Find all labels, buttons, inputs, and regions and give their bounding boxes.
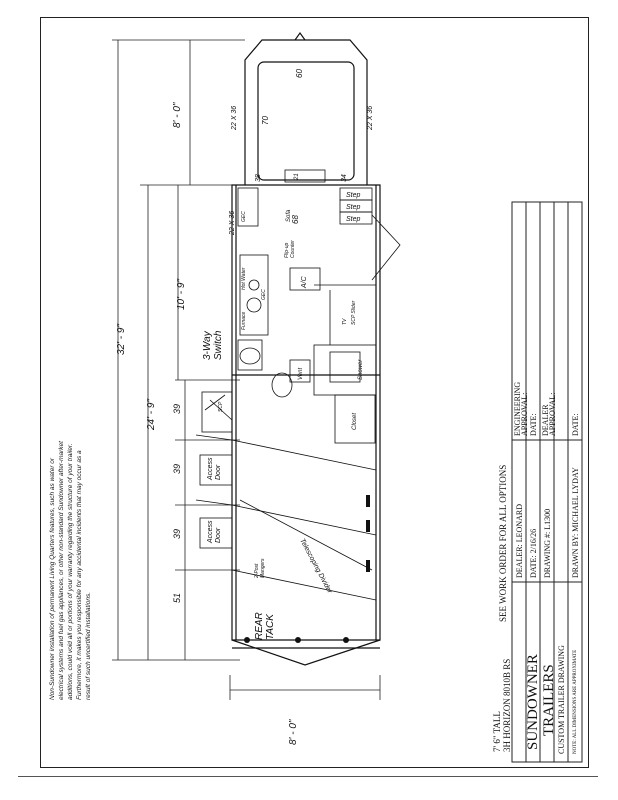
dim-horse-area: 24' - 9"	[146, 399, 157, 431]
see-work-order: SEE WORK ORDER FOR ALL OPTIONS	[498, 465, 508, 622]
bed-dim-3: 22 X 36	[229, 211, 236, 236]
step-3: Step	[346, 216, 361, 223]
title-block: 7' 6" TALL 3H HORIZON 8010B RS SEE WORK …	[492, 201, 583, 763]
vent-label: Vent	[298, 368, 304, 380]
dim-lq: 10' - 9"	[176, 279, 187, 310]
drawing-type: CUSTOM TRAILER DRAWING	[557, 645, 566, 754]
height-label: 7' 6" TALL	[492, 711, 502, 752]
engineering-approval-1: ENGINEERING	[513, 382, 522, 436]
engineering-date: DATE:	[529, 413, 538, 436]
mattress-70: 70	[261, 116, 270, 125]
dealer-approval-1: DEALER	[541, 404, 550, 436]
closet-label: Closet	[352, 413, 358, 430]
three-way-switch-1: 3-Way	[202, 330, 213, 360]
disclaimer-block: Non-Sundowner installation of permanent …	[49, 440, 92, 700]
latches	[244, 495, 370, 643]
tv-label: TV	[342, 318, 348, 325]
dim-overall: 32' - 9"	[116, 324, 127, 355]
three-way-switch-2: Switch	[213, 330, 224, 360]
access-door-2b: Door	[215, 527, 222, 543]
step-1: Step	[346, 192, 361, 199]
bed-dim-1: 22 X 36	[231, 106, 238, 131]
engineering-approval-2: APPROVAL:	[520, 393, 529, 436]
dealer-date: DATE:	[571, 413, 580, 436]
gec-label: GEC	[241, 211, 247, 222]
access-door-1b: Door	[215, 464, 222, 480]
saddle-racks-2: Mangers	[260, 558, 266, 578]
gec-label-2: GEC	[261, 289, 267, 300]
disclaimer-line-3: additions, could void all or portions of…	[67, 443, 74, 700]
dim-stall-51: 51	[172, 593, 182, 603]
hot-water-label: Hot Water	[241, 267, 247, 290]
flip-up-counter-1: Flip-up	[284, 242, 290, 258]
drawing-frame	[40, 17, 589, 768]
horse-area	[195, 391, 377, 601]
disclaimer-line-2: electrical systems and fuel gas applianc…	[58, 440, 65, 700]
rear-tack-2: TACK	[265, 613, 276, 640]
lq-interior	[204, 169, 401, 444]
drawn-by-field: DRAWN BY: MICHAEL LYDAY	[571, 467, 580, 578]
rear-tack-1: REAR	[254, 612, 265, 640]
step-2: Step	[346, 204, 361, 211]
model-label: 3H HORIZON 8010B RS	[502, 659, 512, 752]
disclaimer-line-5: result of such uncertified installations…	[85, 592, 92, 700]
sofa-label: Sofa	[286, 209, 292, 222]
dealer-field: DEALER: LEONARD	[515, 504, 524, 578]
bottom-rule	[18, 776, 598, 777]
shower-label: Shower	[358, 359, 364, 380]
dim-stall-39b: 39	[172, 464, 182, 474]
dim-21: 21	[294, 173, 300, 181]
disclaimer-line-4: Furthermore, it makes you responsible fo…	[76, 450, 83, 700]
company-name-2: TRAILERS	[541, 664, 557, 736]
scp-slider-label: SCP Slider	[351, 300, 357, 325]
scp-label: SCP	[218, 401, 224, 412]
company-name-1: SUNDOWNER	[525, 654, 541, 750]
dealer-approval-2: APPROVAL:	[548, 393, 557, 436]
dim-nose: 8' - 0"	[172, 102, 183, 128]
saddle-racks-1: 2-Post	[254, 563, 260, 579]
furnace-label: Furnace	[241, 311, 247, 330]
bed-dim-2: 22 X 36	[367, 106, 374, 131]
mattress-60: 60	[295, 69, 304, 78]
flip-up-counter-2: Counter	[290, 240, 296, 258]
disclaimer-line-1: Non-Sundowner installation of permanent …	[49, 457, 56, 700]
access-door-2a: Access	[207, 520, 214, 544]
trailer-outline	[231, 31, 381, 666]
drawing-number-field: DRAWING #: L1300	[543, 509, 552, 578]
sofa-size: 68	[291, 215, 300, 224]
dim-38: 38	[255, 174, 262, 182]
ac-label: A/C	[301, 275, 308, 289]
date-field: DATE: 2/16/26	[529, 529, 538, 578]
access-door-1a: Access	[207, 457, 214, 481]
dim-width: 8' - 0"	[288, 719, 299, 745]
dim-stall-39a: 39	[172, 529, 182, 539]
dimensions-note: NOTE: ALL DIMENSIONS ARE APPROXIMATE	[573, 650, 578, 754]
dim-stall-39c: 39	[172, 404, 182, 414]
dim-34: 34	[341, 174, 348, 182]
